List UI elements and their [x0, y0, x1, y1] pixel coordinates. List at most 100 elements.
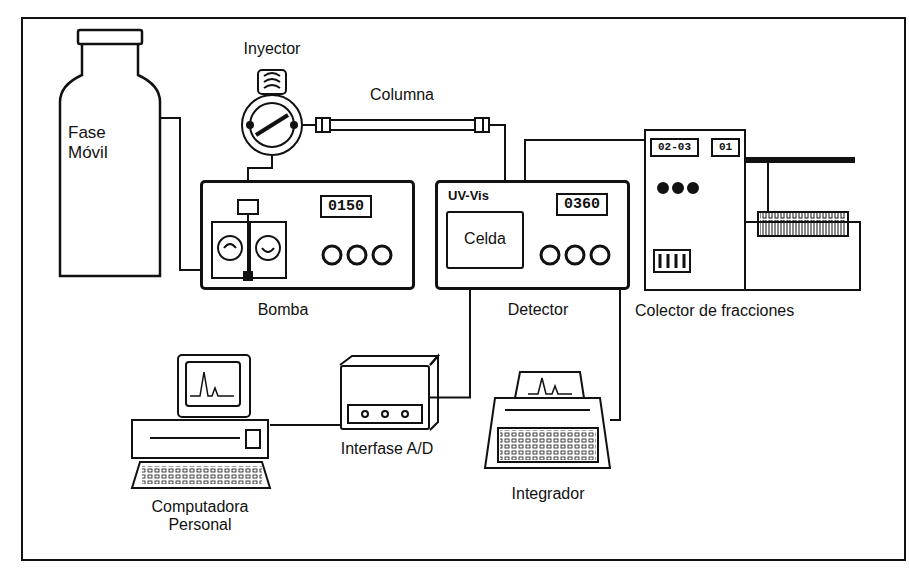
pump-box: 0150Bomba	[200, 180, 415, 290]
fraction-collector-part	[673, 183, 683, 193]
fraction-collector-part	[760, 212, 846, 236]
column-part	[330, 120, 475, 130]
ad-interface-part	[340, 356, 438, 365]
frame	[22, 18, 905, 560]
frame-part	[22, 18, 905, 560]
injector-part	[291, 122, 297, 128]
computer	[132, 355, 270, 488]
computer-part	[142, 466, 262, 484]
pump-heads-part	[238, 200, 258, 214]
integrator	[485, 372, 610, 468]
tube-connector	[490, 125, 505, 180]
component-label: Detector	[488, 301, 588, 319]
tube-line	[302, 124, 315, 126]
component-label: Fase Móvil	[68, 123, 130, 162]
fraction-collector-part	[767, 160, 769, 212]
computer-part	[186, 362, 240, 406]
tube-line	[160, 118, 200, 270]
integrator: Integrador	[485, 370, 610, 470]
column-part	[321, 118, 323, 132]
fraction-collector-part	[658, 183, 668, 193]
pump-heads-part	[218, 236, 242, 260]
computer-part	[132, 462, 270, 488]
computer-part	[150, 437, 240, 439]
tube-line	[490, 125, 505, 180]
column-part	[482, 118, 484, 132]
pump-heads-part	[247, 214, 249, 222]
tube-line	[248, 155, 272, 180]
pump-knobs-part	[373, 246, 391, 264]
component-label: UV-Vis	[448, 189, 489, 204]
ad-interface-part	[402, 411, 408, 417]
fraction-collector-part	[654, 250, 690, 272]
ad-interface	[340, 356, 438, 430]
computer-part	[178, 355, 250, 417]
injector-part	[264, 73, 280, 88]
detector-knobs-part	[541, 246, 559, 264]
bottle-part	[78, 30, 142, 44]
column: Columna	[315, 118, 490, 132]
ad-interface-part	[382, 411, 388, 417]
component-label: Colector de fracciones	[635, 302, 865, 320]
display-readout: 0360	[556, 193, 608, 216]
component-label: Interfase A/D	[307, 440, 467, 458]
pump-heads-part	[212, 222, 248, 278]
tube-connector	[430, 290, 470, 398]
bottle: Fase Móvil	[60, 28, 160, 278]
pump-heads-part	[250, 222, 286, 278]
injector-part	[250, 103, 294, 147]
display-readout: 02-03	[650, 138, 699, 157]
injector-part	[258, 70, 286, 94]
fraction-collector-part	[745, 157, 855, 163]
component-label: Columna	[352, 86, 452, 104]
detector-knobs-part	[566, 246, 584, 264]
component-label: Inyector	[230, 40, 314, 58]
column	[316, 118, 489, 132]
pump-knobs	[323, 246, 391, 264]
computer-part	[132, 420, 268, 458]
integrator-part	[498, 428, 598, 462]
fraction-collector: 02-0301Colector de fracciones	[645, 130, 745, 290]
computer-part	[246, 430, 260, 448]
component-label: Bomba	[233, 301, 333, 319]
injector	[242, 70, 302, 155]
ad-interface-part	[348, 405, 422, 423]
component-label: Computadora Personal	[140, 498, 260, 535]
column-part	[316, 118, 489, 132]
tube-line	[430, 290, 470, 398]
fraction-collector-part	[645, 130, 745, 290]
component-label: Integrador	[488, 485, 608, 503]
pump-heads-part	[244, 272, 252, 280]
fraction-collector-part	[688, 183, 698, 193]
bottle	[60, 30, 160, 276]
fraction-collector	[645, 130, 860, 290]
tube-line	[610, 290, 620, 420]
fraction-collector-part	[758, 212, 848, 236]
tube-connector	[270, 425, 340, 426]
computer: Computadora Personal	[130, 355, 270, 490]
pump-knobs-part	[323, 246, 341, 264]
fraction-collector-part	[660, 254, 684, 268]
tube-connector	[525, 140, 645, 180]
ad-interface-part	[430, 356, 438, 430]
ad-interface-box: Interfase A/D	[340, 365, 430, 430]
injector-part	[256, 115, 288, 135]
tube-connector	[302, 125, 315, 126]
ad-interface-part	[362, 411, 368, 417]
detector-knobs	[541, 246, 609, 264]
pump-heads-part	[256, 236, 280, 260]
integrator-part	[515, 372, 584, 398]
integrator-part	[528, 378, 572, 394]
tube-connector	[610, 290, 620, 420]
injector: Inyector	[242, 95, 302, 155]
pump-heads-part	[224, 244, 274, 252]
tube-connector	[160, 118, 200, 270]
tube-line	[525, 140, 645, 180]
tube-line	[270, 424, 340, 426]
integrator-part	[485, 398, 610, 468]
display-readout: 0150	[320, 195, 372, 218]
pump-heads	[212, 200, 286, 280]
